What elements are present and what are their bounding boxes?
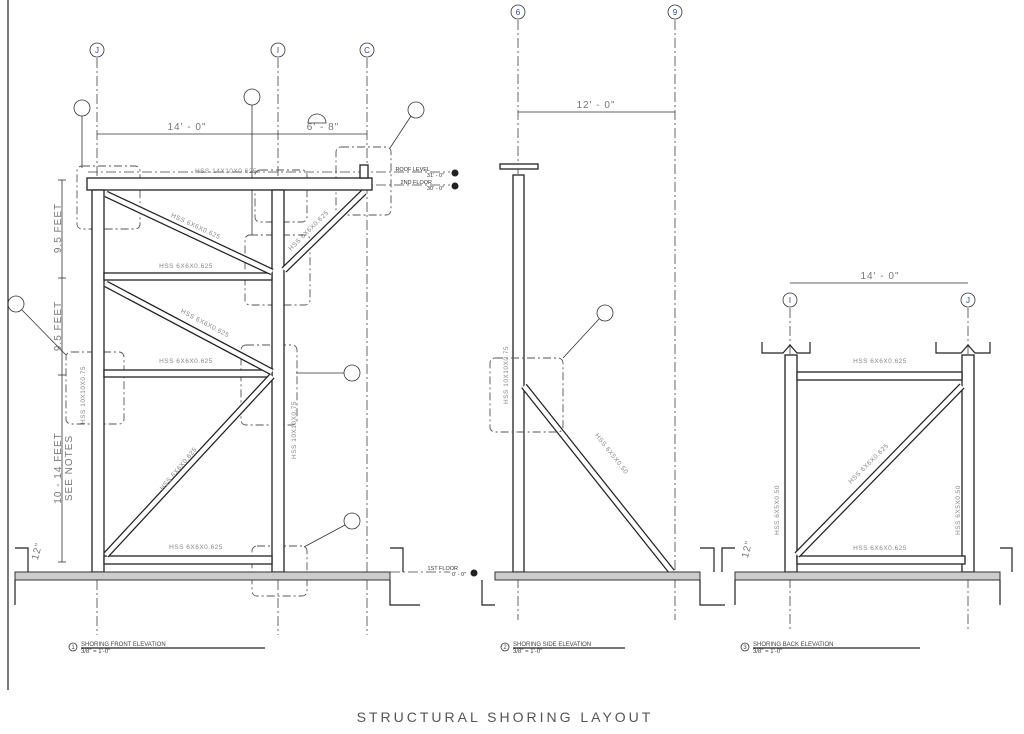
svg-text:SHORING SIDE ELEVATION: SHORING SIDE ELEVATION <box>513 642 591 648</box>
grid-bubble-j: J <box>89 42 105 58</box>
svg-text:1: 1 <box>71 645 75 651</box>
member-label: HSS 6X6X0.625 <box>159 358 213 365</box>
dim-6ft8: 6' - 8" <box>307 122 339 133</box>
svg-text:2: 2 <box>503 645 507 651</box>
svg-text:J: J <box>966 296 970 305</box>
back-diagonal <box>795 384 964 557</box>
side-diagonal <box>522 384 674 574</box>
member-label: HSS 6X5X0.50 <box>955 485 962 535</box>
member-label: HSS 6X6X0.625 <box>853 358 907 365</box>
svg-text:3: 3 <box>743 645 747 651</box>
grid-bubble-c: C <box>359 42 375 58</box>
member-label: HSS 10X10X0.75 <box>291 401 298 459</box>
level-marker-icon <box>451 169 459 177</box>
svg-text:6: 6 <box>516 8 521 17</box>
dim-12ft: 12' - 0" <box>576 100 615 111</box>
svg-text:SHORING FRONT ELEVATION: SHORING FRONT ELEVATION <box>81 642 166 648</box>
side-column <box>512 174 525 573</box>
roof-beam <box>86 177 373 191</box>
ground-slab <box>494 571 701 581</box>
brace-bottom <box>103 555 273 565</box>
detail-callout-icon <box>596 304 614 322</box>
dim-9.5ft-lower: 9.5 FEET <box>53 301 64 351</box>
level-marker-icon <box>470 569 478 577</box>
svg-text:2ND FLOOR: 2ND FLOOR <box>401 180 433 186</box>
dim-see-notes: SEE NOTES <box>64 435 75 501</box>
caption-side: 2 SHORING SIDE ELEVATION 3/8" = 1'-0" <box>500 642 625 655</box>
level-1st-floor: 1ST FLOOR 0' - 0" <box>428 566 478 578</box>
back-column-i <box>784 354 798 573</box>
member-label: HSS 10X10X0.75 <box>80 366 87 424</box>
grid-bubble-i: I <box>782 292 798 308</box>
member-label: HSS 6X6X0.625 <box>169 544 223 551</box>
ground-slab <box>14 571 391 581</box>
svg-text:9: 9 <box>673 8 678 17</box>
brace-middle <box>103 369 273 378</box>
side-elevation: 6 9 12' - 0" HSS 10X10X0.75 HSS 6X5X0.50… <box>481 4 725 655</box>
svg-text:I: I <box>277 46 279 55</box>
dim-14ft: 14' - 0" <box>860 271 899 282</box>
ground-slab <box>734 571 1001 581</box>
member-label: HSS 10X10X0.75 <box>503 346 510 404</box>
grid-bubble-9: 9 <box>667 4 683 20</box>
brace-top <box>796 371 963 381</box>
detail-callout-icon <box>7 88 425 548</box>
svg-text:3/8" = 1'-0": 3/8" = 1'-0" <box>753 649 782 655</box>
svg-text:ROOF LEVEL: ROOF LEVEL <box>395 167 430 173</box>
grid-bubble-i: I <box>270 42 286 58</box>
member-label: HSS 6X5X0.50 <box>774 485 781 535</box>
back-column-j <box>961 354 975 573</box>
cap-plate <box>499 163 539 170</box>
member-label: HSS 6X6X0.625 <box>853 545 907 552</box>
svg-text:0' - 0": 0' - 0" <box>452 572 466 578</box>
caption-front: 1 SHORING FRONT ELEVATION 3/8" = 1'-0" <box>68 642 265 655</box>
dim-base-12in: 12" <box>740 539 755 559</box>
grid-bubble-j: J <box>960 292 976 308</box>
dim-9.5ft-upper: 9.5 FEET <box>53 203 64 253</box>
level-2nd-floor: 2ND FLOOR 30' - 0" <box>401 180 459 192</box>
member-label: HSS 6X5X0.50 <box>593 432 629 476</box>
member-label: HSS 14X10X0.625 <box>195 168 257 175</box>
svg-text:SHORING BACK ELEVATION: SHORING BACK ELEVATION <box>753 642 833 648</box>
svg-text:31' - 0": 31' - 0" <box>427 173 444 179</box>
svg-text:1ST FLOOR: 1ST FLOOR <box>428 566 458 572</box>
svg-text:C: C <box>364 46 370 55</box>
brace-bottom <box>796 555 966 565</box>
column-i <box>271 189 285 573</box>
caption-back: 3 SHORING BACK ELEVATION 3/8" = 1'-0" <box>740 642 920 655</box>
back-elevation: I J 14' - 0" HSS 6X6X0.625 HSS 6X6X0.625… <box>721 271 1013 655</box>
dim-base-12in: 12" <box>30 541 45 561</box>
level-marker-icon <box>451 182 459 190</box>
grid-bubble-6: 6 <box>510 4 526 20</box>
svg-text:3/8" = 1'-0": 3/8" = 1'-0" <box>81 649 110 655</box>
sheet-title: STRUCTURAL SHORING LAYOUT <box>357 709 654 725</box>
svg-text:30' - 0": 30' - 0" <box>427 186 444 192</box>
level-roof: ROOF LEVEL 31' - 0" <box>395 167 459 179</box>
svg-text:I: I <box>789 296 791 305</box>
member-label: HSS 6X6X0.625 <box>159 446 199 492</box>
detail-cloud <box>489 357 564 433</box>
brace-upper <box>103 272 273 281</box>
front-elevation: J I C 14' - 0" 6' - 8" <box>7 42 478 655</box>
dim-10-14ft: 10 - 14 FEET <box>53 432 64 503</box>
svg-text:3/8" = 1'-0": 3/8" = 1'-0" <box>513 649 542 655</box>
dim-14ft: 14' - 0" <box>167 122 206 133</box>
column-j <box>91 189 105 573</box>
bearing-plate <box>359 164 369 179</box>
member-label: HSS 6X6X0.625 <box>159 263 213 270</box>
svg-text:J: J <box>95 46 99 55</box>
